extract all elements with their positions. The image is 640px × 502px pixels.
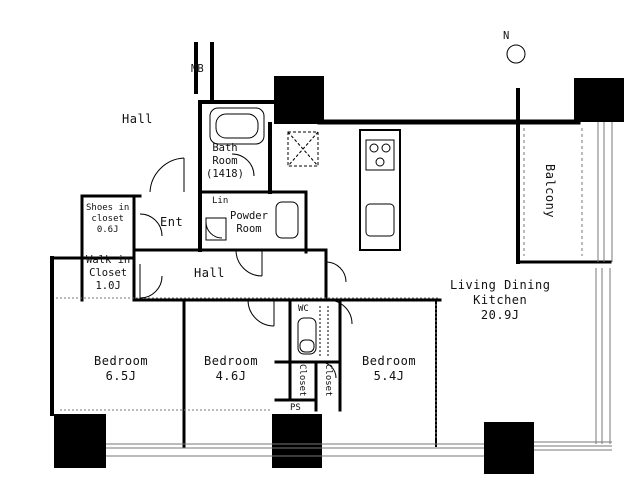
fixtures xyxy=(205,107,395,358)
shoes-line1: Shoes in xyxy=(86,203,130,213)
label-walk-in-closet: Walk in Closet 1.0J xyxy=(86,254,130,293)
ldk-line1: Living Dining xyxy=(450,278,551,292)
label-ps: PS xyxy=(290,403,301,414)
wc-text: WC xyxy=(298,304,309,314)
structural-columns xyxy=(54,76,624,474)
walls xyxy=(50,42,612,448)
label-bedroom-2: Bedroom 4.6J xyxy=(204,354,258,384)
bedroom1-line1: Bedroom xyxy=(94,354,149,368)
bedroom3-line2: 5.4J xyxy=(373,369,405,383)
walkin-line3: 1.0J xyxy=(95,280,121,292)
kitchen-sink xyxy=(365,203,395,237)
column-bottom-mid xyxy=(272,414,322,468)
label-closet-a: Closet xyxy=(296,364,307,397)
label-powder-room: Powder Room xyxy=(230,210,268,236)
bath-line3: (1418) xyxy=(206,168,244,180)
fridge-space xyxy=(287,131,319,167)
hall-top-text: Hall xyxy=(122,112,153,126)
mb-text: MB xyxy=(191,63,204,75)
label-hall-mid: Hall xyxy=(194,266,225,281)
toilet xyxy=(297,317,317,355)
label-ent: Ent xyxy=(160,215,183,230)
compass-letter: N xyxy=(503,30,510,42)
shoes-line2: closet xyxy=(91,214,124,224)
label-balcony: Balcony xyxy=(542,164,557,218)
washbasin xyxy=(275,201,299,239)
bedroom3-line1: Bedroom xyxy=(362,354,417,368)
label-lin: Lin xyxy=(212,196,228,207)
closet-b-text: Closet xyxy=(323,364,333,397)
north-arrow xyxy=(506,44,526,64)
window-sashes xyxy=(56,122,613,457)
ps-text: PS xyxy=(290,403,301,413)
bathtub xyxy=(209,107,265,145)
label-living-dining-kitchen: Living Dining Kitchen 20.9J xyxy=(450,278,550,323)
column-top-right xyxy=(574,78,624,122)
label-shoes-closet: Shoes in closet 0.6J xyxy=(86,203,129,236)
balcony-text: Balcony xyxy=(543,164,557,219)
bath-line1: Bath xyxy=(212,142,238,154)
powder-line1: Powder xyxy=(230,210,268,222)
column-bottom-left xyxy=(54,414,106,468)
powder-sink xyxy=(205,217,227,241)
walkin-line2: Closet xyxy=(89,267,128,279)
bedroom2-line2: 4.6J xyxy=(215,369,247,383)
shoes-line3: 0.6J xyxy=(96,225,119,235)
ent-text: Ent xyxy=(160,215,184,229)
bedroom2-line1: Bedroom xyxy=(204,354,259,368)
column-bottom-right xyxy=(484,422,534,474)
hall-mid-text: Hall xyxy=(194,266,225,280)
lin-text: Lin xyxy=(212,196,229,206)
label-wc: WC xyxy=(298,304,309,315)
powder-line2: Room xyxy=(236,223,262,235)
ldk-line2: Kitchen xyxy=(473,293,528,307)
label-bath-room: Bath Room (1418) xyxy=(206,142,244,181)
cooktop xyxy=(365,139,395,171)
closet-a-text: Closet xyxy=(297,364,307,397)
label-bedroom-1: Bedroom 6.5J xyxy=(94,354,148,384)
doors xyxy=(139,153,353,379)
label-hall-top: Hall xyxy=(122,112,153,127)
walkin-line1: Walk in xyxy=(86,254,131,266)
label-closet-b: Closet xyxy=(322,364,333,397)
label-mb: MB xyxy=(191,63,204,76)
ldk-line3: 20.9J xyxy=(480,308,520,322)
bath-line2: Room xyxy=(212,155,238,167)
label-bedroom-3: Bedroom 5.4J xyxy=(362,354,416,384)
bedroom1-line2: 6.5J xyxy=(105,369,137,383)
column-top-left xyxy=(274,76,324,124)
